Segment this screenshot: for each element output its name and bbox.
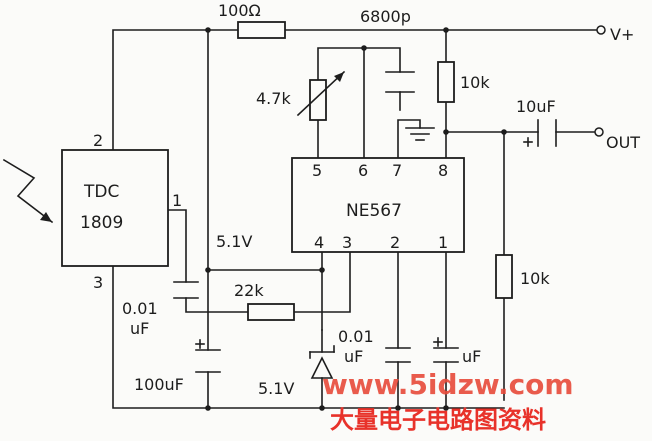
ground-icon xyxy=(405,127,435,141)
resistor-100ohm xyxy=(237,21,286,39)
capacitor-0-01uf-left xyxy=(173,281,199,299)
pot-arrow-head-icon xyxy=(334,72,344,82)
label-r-100: 100Ω xyxy=(218,1,261,20)
capacitor-10uf xyxy=(523,119,557,147)
watermark-site: www.5idzw.com xyxy=(322,368,574,401)
label-r-22k: 22k xyxy=(234,281,264,300)
wires xyxy=(112,29,599,409)
label-5-1v-bus: 5.1V xyxy=(216,232,252,251)
potentiometer-4-7k xyxy=(309,79,327,121)
terminal-vplus-icon xyxy=(596,25,606,35)
pin-ne-2: 2 xyxy=(390,233,400,252)
pin-ne-1: 1 xyxy=(438,233,448,252)
capacitor-1uf xyxy=(433,337,459,363)
pin-ne-6: 6 xyxy=(358,161,368,180)
label-c-001-mid-a: 0.01 xyxy=(338,327,374,346)
label-pot-4-7k: 4.7k xyxy=(256,89,291,108)
watermark-cn: 大量电子电路图资料 xyxy=(330,406,546,434)
resistor-10k-top xyxy=(437,61,455,103)
label-c-001-left-b: uF xyxy=(130,319,149,338)
resistor-22k xyxy=(247,303,295,321)
pin-tdc-1: 1 xyxy=(172,191,182,210)
pin-ne-4: 4 xyxy=(314,233,324,252)
tdc-label-1: TDC xyxy=(83,182,119,202)
ne567-chip xyxy=(291,157,465,253)
label-out: OUT xyxy=(606,133,640,152)
capacitor-0-01uf-mid xyxy=(385,347,411,363)
pin-tdc-2: 2 xyxy=(93,131,103,150)
pin-tdc-3: 3 xyxy=(93,273,103,292)
label-c-100uf: 100uF xyxy=(134,375,184,394)
pin-ne-5: 5 xyxy=(312,161,322,180)
junction-dots xyxy=(205,27,507,411)
label-c-001-left-a: 0.01 xyxy=(122,299,158,318)
label-zener-5-1v: 5.1V xyxy=(258,379,294,398)
light-input-icon xyxy=(2,158,54,224)
label-c-10uf: 10uF xyxy=(516,97,556,116)
label-c-001-mid-b: uF xyxy=(344,347,363,366)
pot-wiper-arrow xyxy=(296,70,346,117)
label-r-10k-top: 10k xyxy=(460,73,490,92)
tdc-label-2: 1809 xyxy=(80,213,123,233)
pin-ne-3: 3 xyxy=(342,233,352,252)
pin-ne-7: 7 xyxy=(392,161,402,180)
terminal-out-icon xyxy=(594,127,604,137)
capacitor-6800p xyxy=(385,71,415,93)
tdc1809-chip xyxy=(61,149,169,267)
label-r-10k-bottom: 10k xyxy=(520,269,550,288)
label-c-1uf: uF xyxy=(462,347,481,366)
resistor-10k-bottom xyxy=(495,254,513,299)
label-c-6800p: 6800p xyxy=(360,7,411,26)
label-vplus: V+ xyxy=(610,25,634,44)
ne567-label: NE567 xyxy=(346,201,402,221)
capacitor-100uf xyxy=(195,339,221,373)
pin-ne-8: 8 xyxy=(438,161,448,180)
zener-diode-icon xyxy=(309,329,335,379)
